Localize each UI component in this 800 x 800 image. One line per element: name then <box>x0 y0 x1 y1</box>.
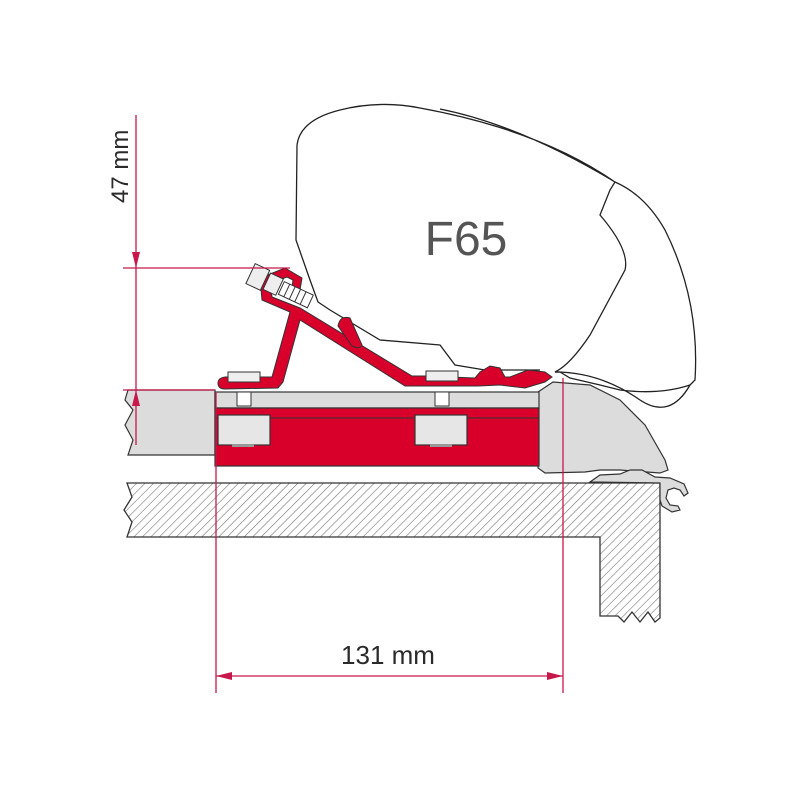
adapter-bracket <box>217 267 553 390</box>
arrow-up-icon <box>132 390 140 406</box>
left-gray-rail <box>124 389 216 456</box>
adjustment-bolt <box>245 262 314 309</box>
height-dimension: 47 mm <box>107 115 290 445</box>
awning-model-label: F65 <box>425 213 508 266</box>
height-dimension-label: 47 mm <box>107 130 134 203</box>
mounting-rail <box>214 391 540 467</box>
roof-section <box>123 482 661 624</box>
mounting-bolt-left <box>227 371 261 407</box>
roof-wall-section <box>123 482 661 624</box>
width-dimension: 131 mm <box>215 378 564 693</box>
width-dimension-label: 131 mm <box>341 640 435 670</box>
rail-slot-left <box>217 414 271 446</box>
wall-rail-profile <box>537 381 689 513</box>
mounting-bolt-right <box>425 370 459 407</box>
rail-slot-right <box>414 414 468 446</box>
arrow-left-icon <box>216 672 232 680</box>
awning-case: F65 <box>295 103 697 408</box>
arrow-down-icon <box>132 252 140 268</box>
arrow-right-icon <box>547 672 563 680</box>
